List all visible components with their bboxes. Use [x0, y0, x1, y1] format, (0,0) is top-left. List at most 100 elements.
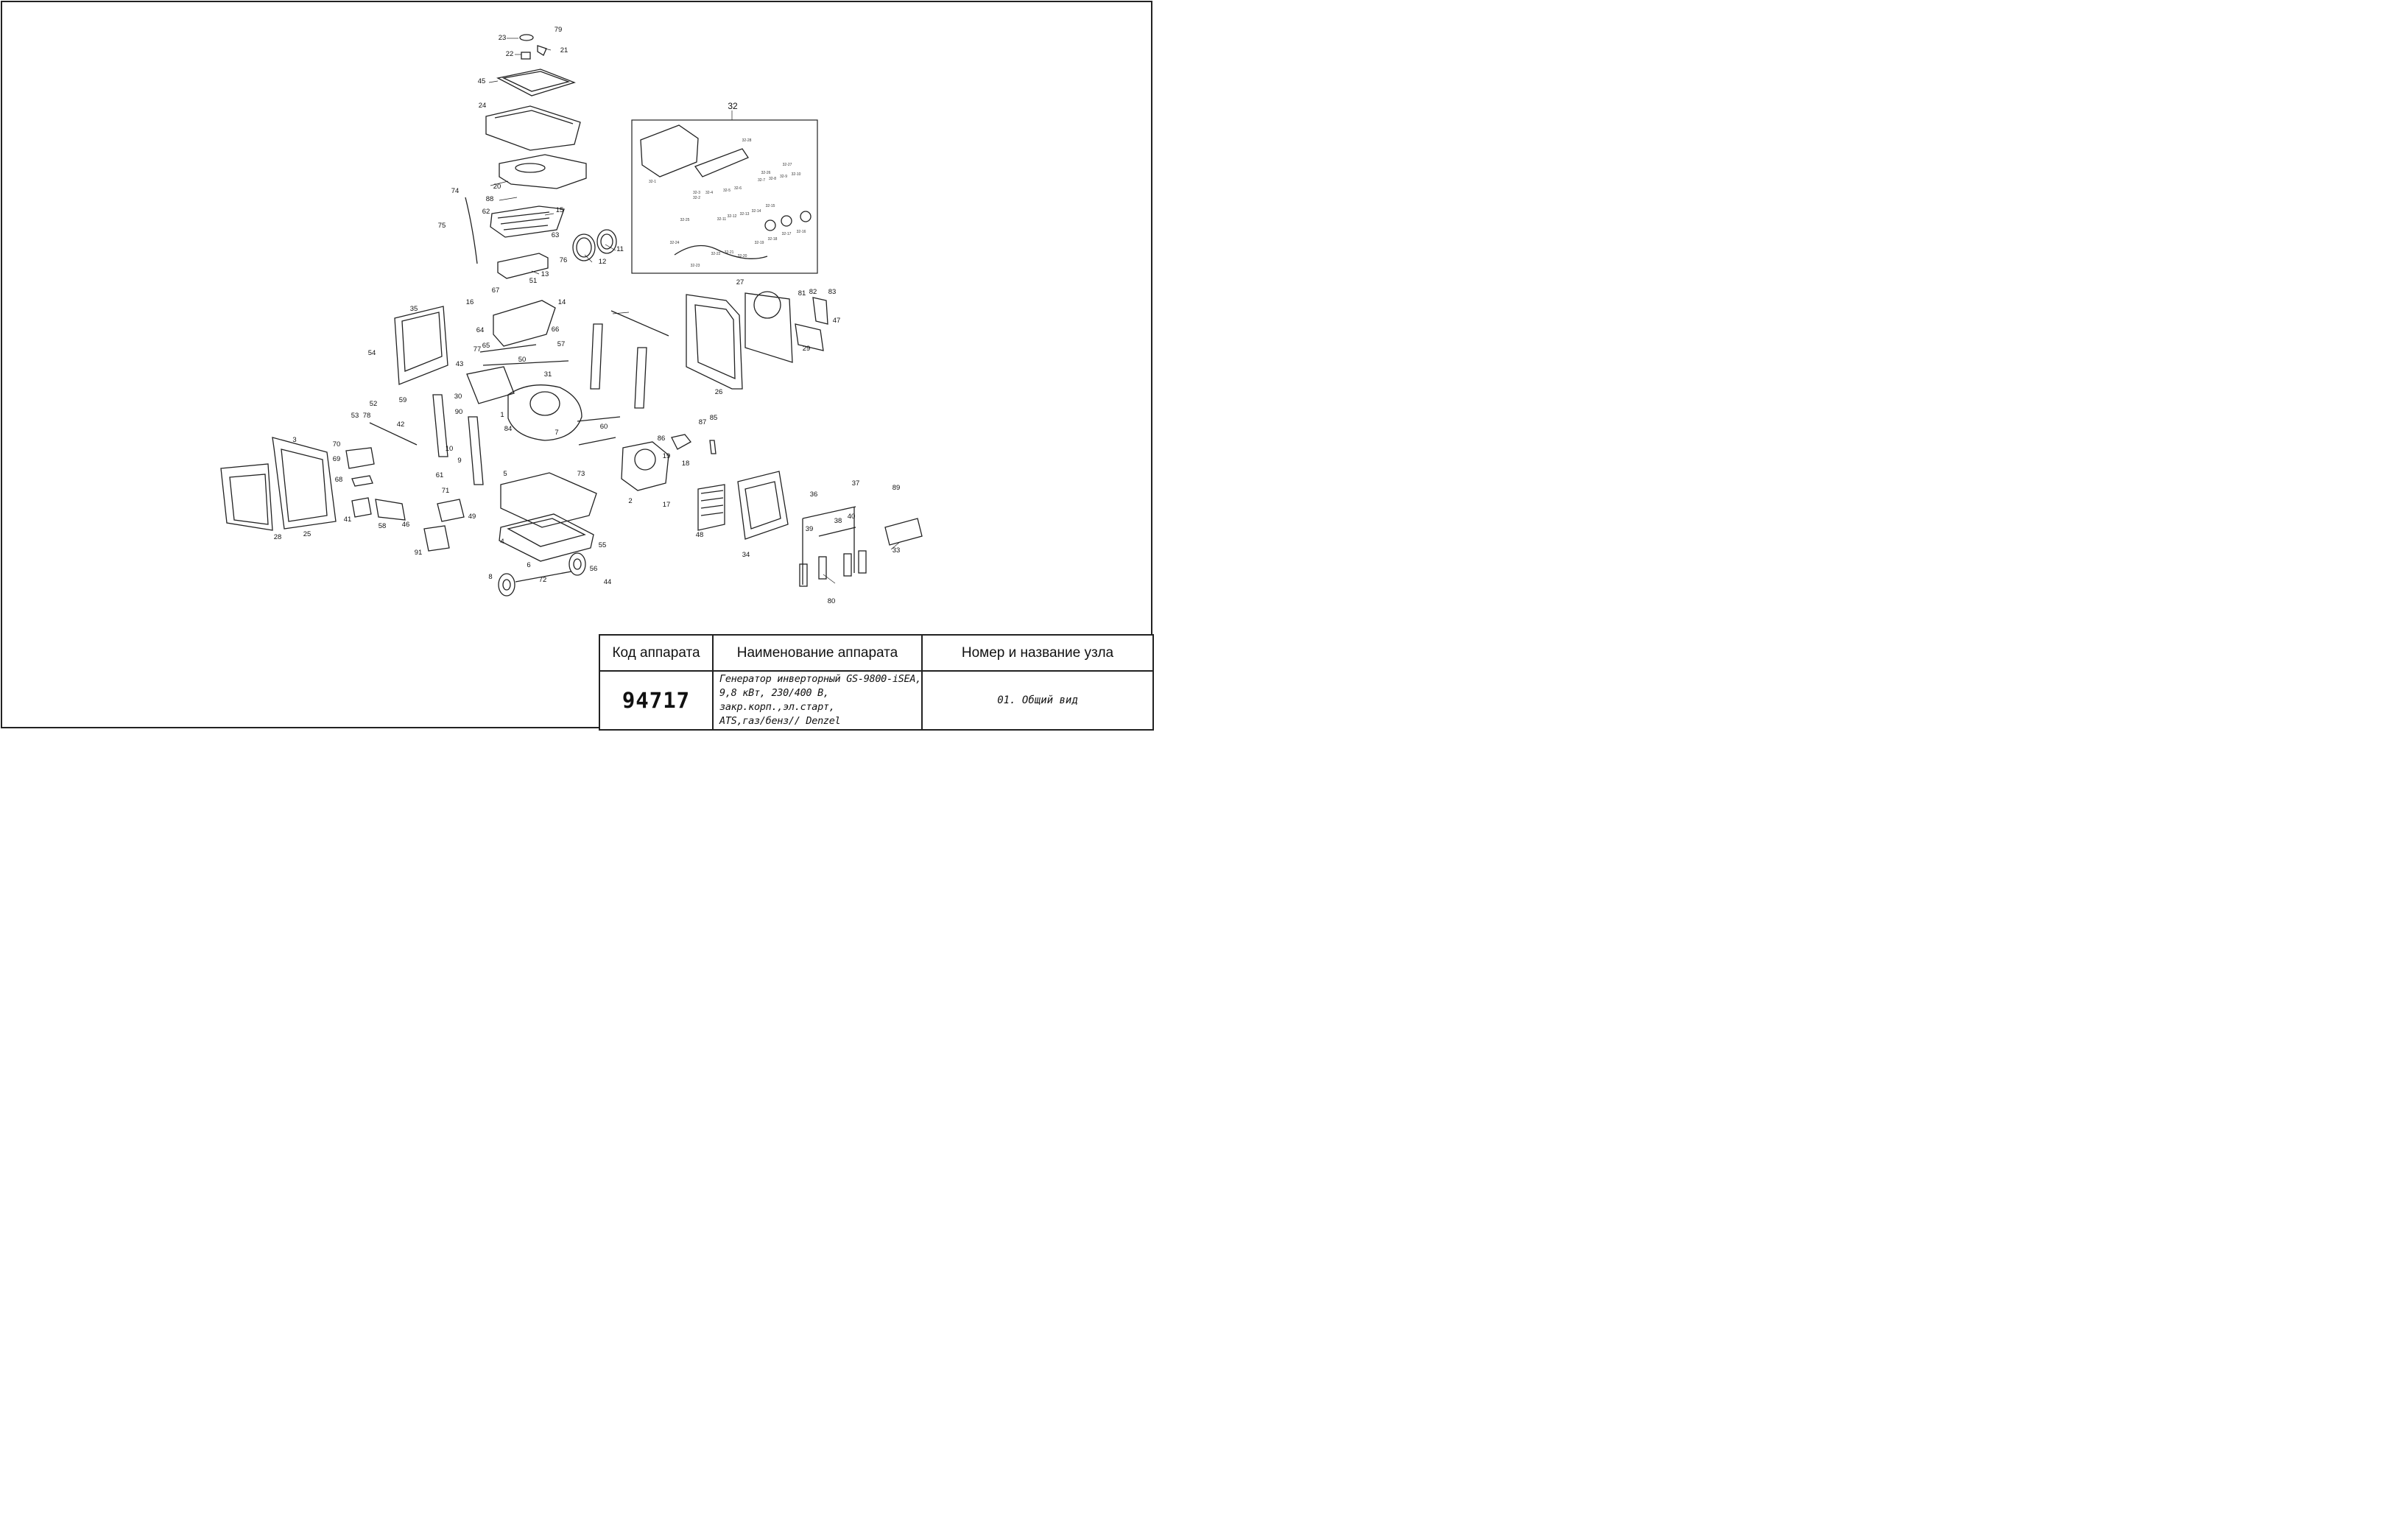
callout-35: 35	[410, 305, 418, 313]
callout-76: 76	[560, 256, 568, 264]
callout-72: 72	[539, 576, 547, 584]
callout-29: 29	[803, 345, 811, 353]
callout-53: 53	[351, 412, 359, 420]
grille-29	[795, 323, 824, 351]
leg-80c	[843, 553, 852, 577]
callout-89: 89	[893, 484, 901, 492]
inset-socket-a	[764, 219, 776, 231]
tray-68	[351, 475, 373, 487]
inset-control-plate	[694, 148, 749, 177]
fan-ring-inner	[576, 237, 592, 258]
callout-61: 61	[436, 471, 444, 479]
device-name-line2: 9,8 кВт, 230/400 В, закр.корп.,эл.старт,	[719, 687, 835, 713]
module-91	[423, 525, 450, 552]
callout-27: 27	[736, 278, 744, 286]
inset-label-32-5: 32-5	[723, 189, 731, 193]
callout-6: 6	[527, 561, 530, 569]
callout-5: 5	[503, 470, 507, 478]
end-frame-25	[272, 437, 337, 530]
rod-55	[369, 422, 418, 446]
gasket-33	[884, 518, 923, 546]
col-name-header: Наименование аппарата	[714, 634, 923, 672]
front-panel-27	[744, 291, 793, 363]
wheel-right-hub	[573, 558, 582, 570]
callout-65: 65	[482, 342, 490, 350]
callout-40: 40	[848, 513, 856, 521]
gasket-83	[812, 297, 828, 325]
leg-80d	[858, 550, 867, 574]
tank-gasket	[496, 68, 576, 96]
fuel-strainer	[521, 52, 531, 60]
callout-74: 74	[451, 187, 460, 195]
callout-11: 11	[616, 245, 624, 253]
inset-label-32-12: 32-12	[728, 214, 737, 219]
callout-88: 88	[486, 195, 494, 203]
end-panel-28	[220, 463, 273, 531]
callout-24: 24	[479, 102, 487, 110]
callout-68: 68	[335, 476, 343, 484]
panel-34	[737, 471, 789, 540]
starter-ring	[596, 229, 617, 254]
fan-cover-19	[621, 441, 669, 491]
fuel-tank	[499, 154, 587, 189]
inset-label-32-11: 32-11	[717, 217, 727, 222]
battery-70	[345, 447, 375, 469]
inset-label-32-3: 32-3	[693, 191, 700, 195]
callout-52: 52	[370, 400, 378, 408]
callout-63: 63	[552, 231, 560, 239]
device-name-line3: ATS,газ/бенз// Denzel	[719, 715, 841, 727]
inset-label-32-20: 32-20	[738, 254, 747, 258]
node-name: 01. Общий вид	[923, 672, 1154, 731]
callout-13: 13	[541, 270, 549, 278]
rod-50a	[479, 344, 537, 353]
callout-39: 39	[806, 525, 814, 533]
callout-51: 51	[529, 277, 538, 285]
radiator-48	[697, 484, 725, 531]
rod-60	[577, 416, 621, 422]
callout-34: 34	[742, 551, 750, 559]
callout-73: 73	[577, 470, 585, 478]
side-panel-35	[394, 306, 448, 385]
inset-label-32-18: 32-18	[768, 237, 778, 242]
callout-38: 38	[834, 517, 842, 525]
callout-26: 26	[715, 388, 723, 396]
hose-74	[465, 197, 478, 264]
sheet-frame	[1, 1, 1152, 728]
device-code: 94717	[599, 672, 714, 731]
upper-frame	[485, 105, 581, 151]
callout-23: 23	[499, 34, 507, 42]
callout-50: 50	[518, 356, 527, 364]
callout-14: 14	[558, 298, 566, 306]
callout-79: 79	[555, 26, 563, 34]
callout-37: 37	[852, 479, 860, 488]
rail-9-left	[468, 416, 484, 485]
callout-8: 8	[488, 573, 492, 581]
cooling-block-30	[466, 366, 515, 404]
inset-label-32-25: 32-25	[680, 218, 690, 222]
rail-10-right	[590, 323, 603, 390]
axle-6	[515, 571, 572, 583]
leg-80a	[799, 563, 808, 587]
callout-91: 91	[415, 549, 423, 557]
callout-7: 7	[555, 429, 558, 437]
leg-80b	[818, 556, 827, 580]
callout-48: 48	[696, 531, 704, 539]
callout-1: 1	[500, 411, 504, 419]
module-49	[437, 499, 465, 522]
callout-17: 17	[663, 501, 671, 509]
callout-19: 19	[663, 452, 671, 460]
callout-80: 80	[828, 597, 836, 605]
callout-46: 46	[402, 521, 410, 529]
callout-12: 12	[599, 258, 607, 266]
callout-45: 45	[478, 77, 486, 85]
device-name: Генератор инверторный GS-9800-iSEA, 9,8 …	[714, 672, 923, 731]
callout-83: 83	[828, 288, 837, 296]
callout-36: 36	[810, 490, 818, 499]
engine	[507, 384, 582, 441]
front-frame-26	[686, 294, 743, 390]
callout-59: 59	[399, 396, 407, 404]
inset-label-32-6: 32-6	[734, 186, 742, 191]
inset-label-32-21: 32-21	[725, 250, 734, 255]
inset-box	[631, 119, 818, 274]
callout-60: 60	[600, 423, 608, 431]
